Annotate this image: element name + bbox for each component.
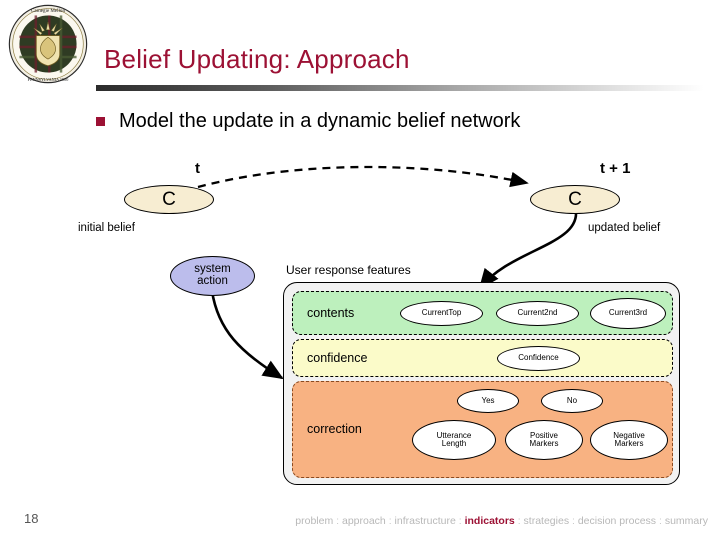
node-negative-markers[interactable]: Negative Markers [590, 420, 668, 460]
time-label-t-plus-1: t + 1 [600, 160, 631, 177]
page-number: 18 [24, 511, 39, 526]
node-current-2nd[interactable]: Current2nd [496, 301, 579, 326]
updated-belief-to-features-arrow [478, 211, 578, 290]
breadcrumb-item-decision-process[interactable]: decision process [577, 515, 657, 527]
system-action-line-2: action [197, 275, 228, 287]
utterance-length-line-2: Length [441, 439, 467, 448]
breadcrumb-item-indicators[interactable]: indicators [464, 515, 515, 527]
node-current-3rd[interactable]: Current3rd [590, 298, 666, 329]
breadcrumb: problem : approach : infrastructure : in… [228, 515, 708, 527]
node-system-action[interactable]: system action [170, 256, 255, 296]
breadcrumb-item-summary[interactable]: summary [664, 515, 708, 527]
feature-row-contents: contents CurrentTop Current2nd Current3r… [292, 291, 673, 335]
breadcrumb-separator: : [333, 515, 342, 527]
node-initial-belief-c[interactable]: C [124, 185, 214, 214]
node-yes[interactable]: Yes [457, 389, 519, 413]
breadcrumb-item-approach[interactable]: approach [341, 515, 386, 527]
positive-markers-line-1: Positive [529, 430, 558, 440]
breadcrumb-item-problem[interactable]: problem [295, 515, 334, 527]
bullet-item-label: Model the update in a dynamic belief net… [119, 110, 521, 132]
node-positive-markers[interactable]: Positive Markers [505, 420, 583, 460]
feature-row-label-correction: correction [307, 422, 362, 436]
breadcrumb-separator: : [569, 515, 578, 527]
title-divider [96, 85, 704, 91]
svg-text:PENNSYLVANIA 1900: PENNSYLVANIA 1900 [28, 77, 69, 82]
system-action-to-correction-arrow [210, 290, 284, 380]
feature-row-confidence: confidence Confidence [292, 339, 673, 377]
bullet-square-icon [96, 117, 105, 126]
breadcrumb-item-infrastructure[interactable]: infrastructure [394, 515, 456, 527]
node-confidence[interactable]: Confidence [497, 346, 580, 371]
negative-markers-line-2: Markers [614, 439, 644, 448]
positive-markers-line-2: Markers [529, 439, 559, 448]
user-response-features-container: contents CurrentTop Current2nd Current3r… [283, 282, 680, 485]
breadcrumb-separator: : [385, 515, 395, 527]
cmu-seal-logo: Carnegie Mellon PENNSYLVANIA 1900 [8, 4, 88, 84]
breadcrumb-separator: : [514, 515, 524, 527]
feature-row-label-confidence: confidence [307, 351, 368, 365]
updated-belief-caption: updated belief [588, 222, 661, 234]
feature-row-label-contents: contents [307, 306, 355, 320]
svg-text:Carnegie Mellon: Carnegie Mellon [31, 8, 65, 14]
node-updated-belief-c[interactable]: C [530, 185, 620, 214]
initial-belief-caption: initial belief [78, 222, 135, 234]
belief-propagation-arrow [197, 165, 529, 189]
breadcrumb-separator: : [656, 515, 665, 527]
utterance-length-line-1: Utterance [436, 430, 472, 440]
user-response-features-title: User response features [286, 263, 411, 277]
breadcrumb-item-strategies[interactable]: strategies [523, 515, 570, 527]
time-label-t: t [195, 160, 200, 177]
breadcrumb-separator: : [455, 515, 465, 527]
negative-markers-line-1: Negative [613, 430, 645, 440]
node-no[interactable]: No [541, 389, 603, 413]
system-action-line-1: system [194, 263, 231, 276]
bullet-item: Model the update in a dynamic belief net… [96, 110, 520, 133]
node-utterance-length[interactable]: Utterance Length [412, 420, 496, 460]
page-title: Belief Updating: Approach [104, 44, 410, 74]
node-current-top[interactable]: CurrentTop [400, 301, 483, 326]
feature-row-correction: correction Yes No Utterance Length Posit… [292, 381, 673, 478]
